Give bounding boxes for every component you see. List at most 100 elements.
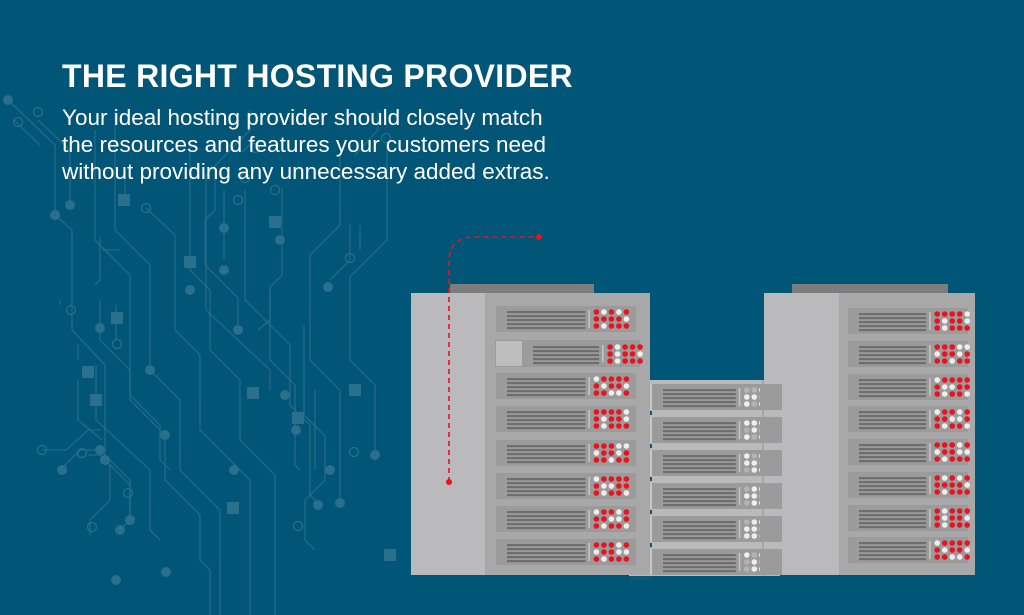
status-led <box>949 311 955 317</box>
status-led <box>593 542 600 548</box>
vent-slot <box>859 350 927 353</box>
vent-slot <box>507 515 586 518</box>
status-led <box>744 394 750 400</box>
status-led <box>941 547 948 553</box>
status-led <box>751 420 758 426</box>
circuit-trace <box>309 155 341 500</box>
right-server-unit <box>848 308 970 334</box>
status-led <box>949 442 955 448</box>
right-rack-top-cap <box>792 284 948 294</box>
circuit-node <box>233 325 243 335</box>
status-led <box>616 423 622 429</box>
circuit-node-hollow <box>239 172 251 184</box>
vent-slot <box>859 317 927 320</box>
circuit-node <box>100 455 110 465</box>
status-led <box>964 489 970 495</box>
vent-slot <box>663 504 736 507</box>
status-led <box>964 351 970 357</box>
circuit-node <box>161 567 171 577</box>
status-led <box>956 456 963 462</box>
vent-slot <box>507 556 586 559</box>
circuit-trace <box>114 110 221 615</box>
body-line: the resources and features your customer… <box>62 132 547 157</box>
status-led <box>601 309 607 315</box>
left-rack-top-cap <box>450 284 594 294</box>
status-led <box>593 457 600 463</box>
vent-slot <box>663 562 736 565</box>
left-server-unit <box>496 306 636 332</box>
status-led <box>949 344 955 350</box>
vent-slot <box>507 494 586 497</box>
vent-slot <box>859 354 927 357</box>
status-led <box>751 552 758 558</box>
status-led <box>751 486 758 492</box>
unit-divider <box>738 388 741 406</box>
right-server-rack <box>764 284 975 575</box>
vent-slot <box>533 354 600 357</box>
status-led <box>601 490 607 496</box>
status-led <box>622 344 628 350</box>
vent-slot <box>859 558 927 561</box>
status-led <box>744 552 750 558</box>
vent-slot <box>859 395 927 398</box>
circuit-trace <box>94 130 211 615</box>
middle-unit-led-panel <box>760 483 782 509</box>
status-led <box>616 409 622 415</box>
unit-divider <box>588 477 590 495</box>
status-led <box>934 475 940 481</box>
circuit-node-hollow <box>65 304 77 316</box>
vent-slot <box>859 460 927 463</box>
circuit-trace <box>189 145 276 615</box>
status-led <box>949 351 955 357</box>
middle-unit-led-panel <box>760 549 782 575</box>
status-led <box>949 391 955 397</box>
circuit-pad <box>349 384 361 396</box>
vent-slot <box>663 554 736 557</box>
status-led <box>941 489 948 495</box>
status-led <box>623 443 630 449</box>
status-led <box>616 376 622 382</box>
vent-slot <box>663 500 736 503</box>
middle-unit-led-panel <box>760 417 782 443</box>
status-led <box>956 344 963 350</box>
circuit-node-hollow <box>292 520 304 532</box>
status-led <box>744 486 750 492</box>
vent-slot <box>859 481 927 484</box>
vent-slot <box>859 419 927 422</box>
circuit-trace <box>257 290 271 331</box>
status-led <box>629 358 636 364</box>
circuit-node-hollow <box>348 446 360 458</box>
circuit-node-hollow <box>36 444 48 456</box>
circuit-pad <box>269 216 281 228</box>
status-led <box>941 442 948 448</box>
circuit-trace <box>94 237 101 286</box>
dashed-connector <box>446 234 542 485</box>
status-led <box>623 416 630 422</box>
status-led <box>751 559 758 565</box>
unit-divider <box>929 541 931 559</box>
status-led <box>934 482 940 488</box>
vent-slot <box>859 346 927 349</box>
body-text: Your ideal hosting provider should close… <box>62 104 742 185</box>
circuit-pad <box>384 549 396 561</box>
status-led <box>744 566 750 572</box>
status-led <box>941 540 948 546</box>
vent-slot <box>663 393 736 396</box>
right-server-unit <box>848 406 970 432</box>
status-led <box>934 325 940 331</box>
status-led <box>941 351 948 357</box>
status-led <box>949 325 955 331</box>
status-led <box>956 482 963 488</box>
circuit-node-hollow <box>380 132 392 144</box>
circuit-node <box>145 365 155 375</box>
vent-slot <box>859 411 927 414</box>
status-led <box>601 376 607 382</box>
status-led <box>941 482 948 488</box>
status-led <box>964 554 970 560</box>
vent-slot <box>859 387 927 390</box>
status-led <box>623 323 630 329</box>
circuit-node <box>65 200 75 210</box>
status-led <box>623 516 630 522</box>
middle-unit-led-panel <box>760 516 782 542</box>
